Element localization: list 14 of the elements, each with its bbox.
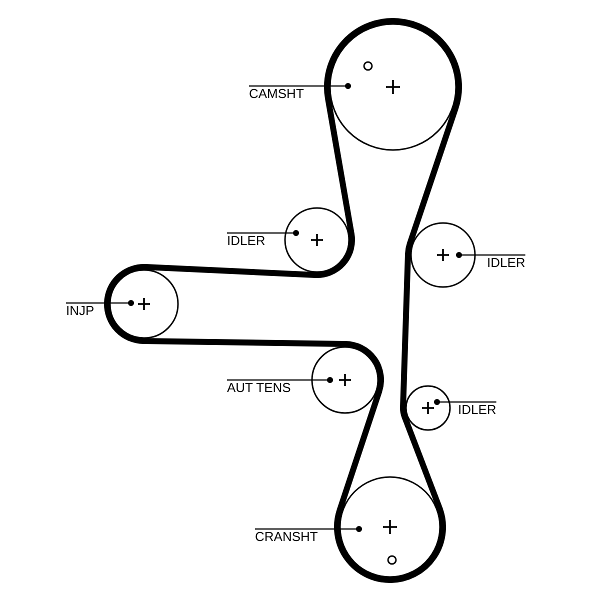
- part-label: INJP: [66, 303, 94, 320]
- leader-line: [227, 376, 334, 384]
- leader-line: [249, 82, 352, 90]
- leader-line: [456, 252, 526, 258]
- part-label: IDLER: [458, 402, 496, 419]
- leader-line: [255, 526, 362, 532]
- leader-line: [434, 398, 496, 406]
- part-label: AUT TENS: [227, 380, 291, 397]
- part-label: IDLER: [487, 255, 526, 272]
- leader-line: [66, 300, 134, 306]
- part-label: CRANSHT: [255, 529, 318, 546]
- part-label: CAMSHT: [249, 86, 304, 103]
- part-label: IDLER: [227, 233, 266, 250]
- leader-line: [227, 230, 300, 236]
